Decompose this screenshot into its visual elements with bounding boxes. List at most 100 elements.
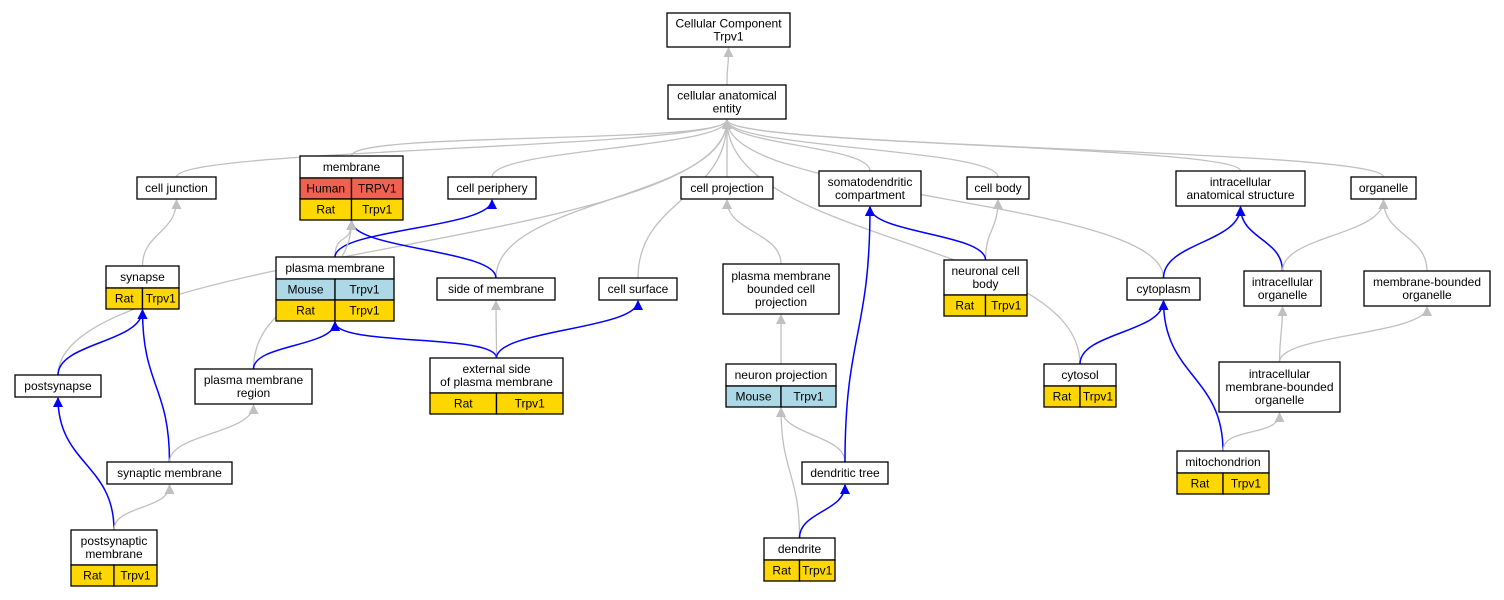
node-label-box[interactable] <box>429 357 564 394</box>
node-label-line: Cellular Component <box>675 17 782 31</box>
node-cell-projection[interactable]: cell projection <box>680 176 774 200</box>
gene-label: Trpv1 <box>362 203 393 217</box>
node-label-box[interactable] <box>801 461 889 485</box>
node-cytoplasm[interactable]: cytoplasm <box>1126 277 1201 301</box>
edge-dendrite-to-neuron-projection <box>776 407 801 539</box>
node-synaptic-membrane[interactable]: synaptic membrane <box>106 461 233 485</box>
gene-label: Trpv1 <box>349 304 380 318</box>
edge-cytoplasm-to-ias <box>1162 206 1246 279</box>
node-label-box[interactable] <box>194 368 313 405</box>
node-label-line: cytoplasm <box>1136 282 1190 296</box>
node-label-box[interactable] <box>106 461 233 485</box>
node-label-box[interactable] <box>598 277 678 301</box>
node-label-line: dendrite <box>778 542 822 556</box>
edge-ext-side-pm-to-side-of-membrane <box>491 300 502 359</box>
node-side-of-membrane[interactable]: side of membrane <box>436 277 556 301</box>
edge-plasma-membrane-to-cell-periphery <box>334 199 497 258</box>
node-cell-junction[interactable]: cell junction <box>136 176 217 200</box>
edge-mitochondrion-to-cytoplasm <box>1158 300 1224 452</box>
annotation-cell-rat <box>1079 385 1117 408</box>
node-label-box[interactable] <box>136 176 217 200</box>
species-label: Mouse <box>287 283 323 297</box>
node-label-line: body <box>972 277 998 291</box>
node-label-line: bounded cell <box>747 282 815 296</box>
node-label-box[interactable] <box>14 374 102 398</box>
node-label-box[interactable] <box>447 176 537 200</box>
gene-label: Trpv1 <box>1083 390 1114 404</box>
node-label-box[interactable] <box>1350 176 1417 200</box>
node-postsynapse[interactable]: postsynapse <box>14 374 102 398</box>
node-label-line: neuron projection <box>735 368 828 382</box>
node-label-box[interactable] <box>966 176 1030 200</box>
node-label-box[interactable] <box>1243 270 1322 307</box>
gene-label: Trpv1 <box>146 292 177 306</box>
node-label-line: cell junction <box>145 181 208 195</box>
node-label-line: organelle <box>1402 288 1452 302</box>
edge-imb-organelle-to-mb-organelle <box>1278 306 1432 363</box>
edge-somatodendritic-to-cae <box>722 119 871 172</box>
node-dendritic-tree[interactable]: dendritic tree <box>801 461 889 485</box>
node-label-box[interactable] <box>666 12 791 48</box>
node-label-box[interactable] <box>436 277 556 301</box>
species-label: Rat <box>115 292 134 306</box>
edge-imb-organelle-to-intracellular-organelle <box>1277 306 1288 363</box>
node-label-line: membrane-bounded <box>1373 275 1481 289</box>
edge-intracellular-organelle-to-ias <box>1235 206 1284 272</box>
gene-label: Trpv1 <box>991 299 1022 313</box>
node-label-line: intracellular <box>1210 175 1271 189</box>
edge-neuronal-cell-body-to-cell-body <box>984 199 1003 261</box>
node-label-line: external side <box>462 362 530 376</box>
node-label-line: plasma membrane <box>204 373 304 387</box>
node-label-box[interactable] <box>943 259 1028 296</box>
node-cell-body[interactable]: cell body <box>966 176 1030 200</box>
annotation-cell-rat <box>141 287 180 310</box>
node-cell-periphery[interactable]: cell periphery <box>447 176 537 200</box>
node-label-line: projection <box>755 295 807 309</box>
edge-mitochondrion-to-imb-organelle <box>1222 412 1285 452</box>
node-label-line: plasma membrane <box>731 269 831 283</box>
node-label-box[interactable] <box>70 529 158 566</box>
annotation-cell-rat <box>984 294 1028 317</box>
node-label-line: cell body <box>974 181 1021 195</box>
node-label-line: compartment <box>835 188 906 202</box>
node-label-line: postsynaptic <box>81 534 148 548</box>
edge-ext-side-pm-to-cell-surface <box>495 300 643 359</box>
node-label-box[interactable] <box>1363 270 1491 307</box>
node-label-line: membrane <box>323 160 381 174</box>
node-label-box[interactable] <box>667 84 787 120</box>
node-cell-surface[interactable]: cell surface <box>598 277 678 301</box>
node-label-box[interactable] <box>1175 170 1306 207</box>
node-organelle[interactable]: organelle <box>1350 176 1417 200</box>
node-label-line: membrane-bounded <box>1225 380 1333 394</box>
node-label-box[interactable] <box>722 263 840 315</box>
node-label-line: of plasma membrane <box>440 375 553 389</box>
node-label-box[interactable] <box>1126 277 1201 301</box>
node-label-box[interactable] <box>680 176 774 200</box>
node-label-box[interactable] <box>1218 361 1341 413</box>
species-label: Rat <box>772 564 791 578</box>
node-label-line: somatodendritic <box>828 175 913 189</box>
node-label-box[interactable] <box>818 170 922 207</box>
edge-cell-junction-to-cae <box>175 119 732 178</box>
species-label: Rat <box>83 569 102 583</box>
edge-cell-body-to-cae <box>722 119 999 178</box>
